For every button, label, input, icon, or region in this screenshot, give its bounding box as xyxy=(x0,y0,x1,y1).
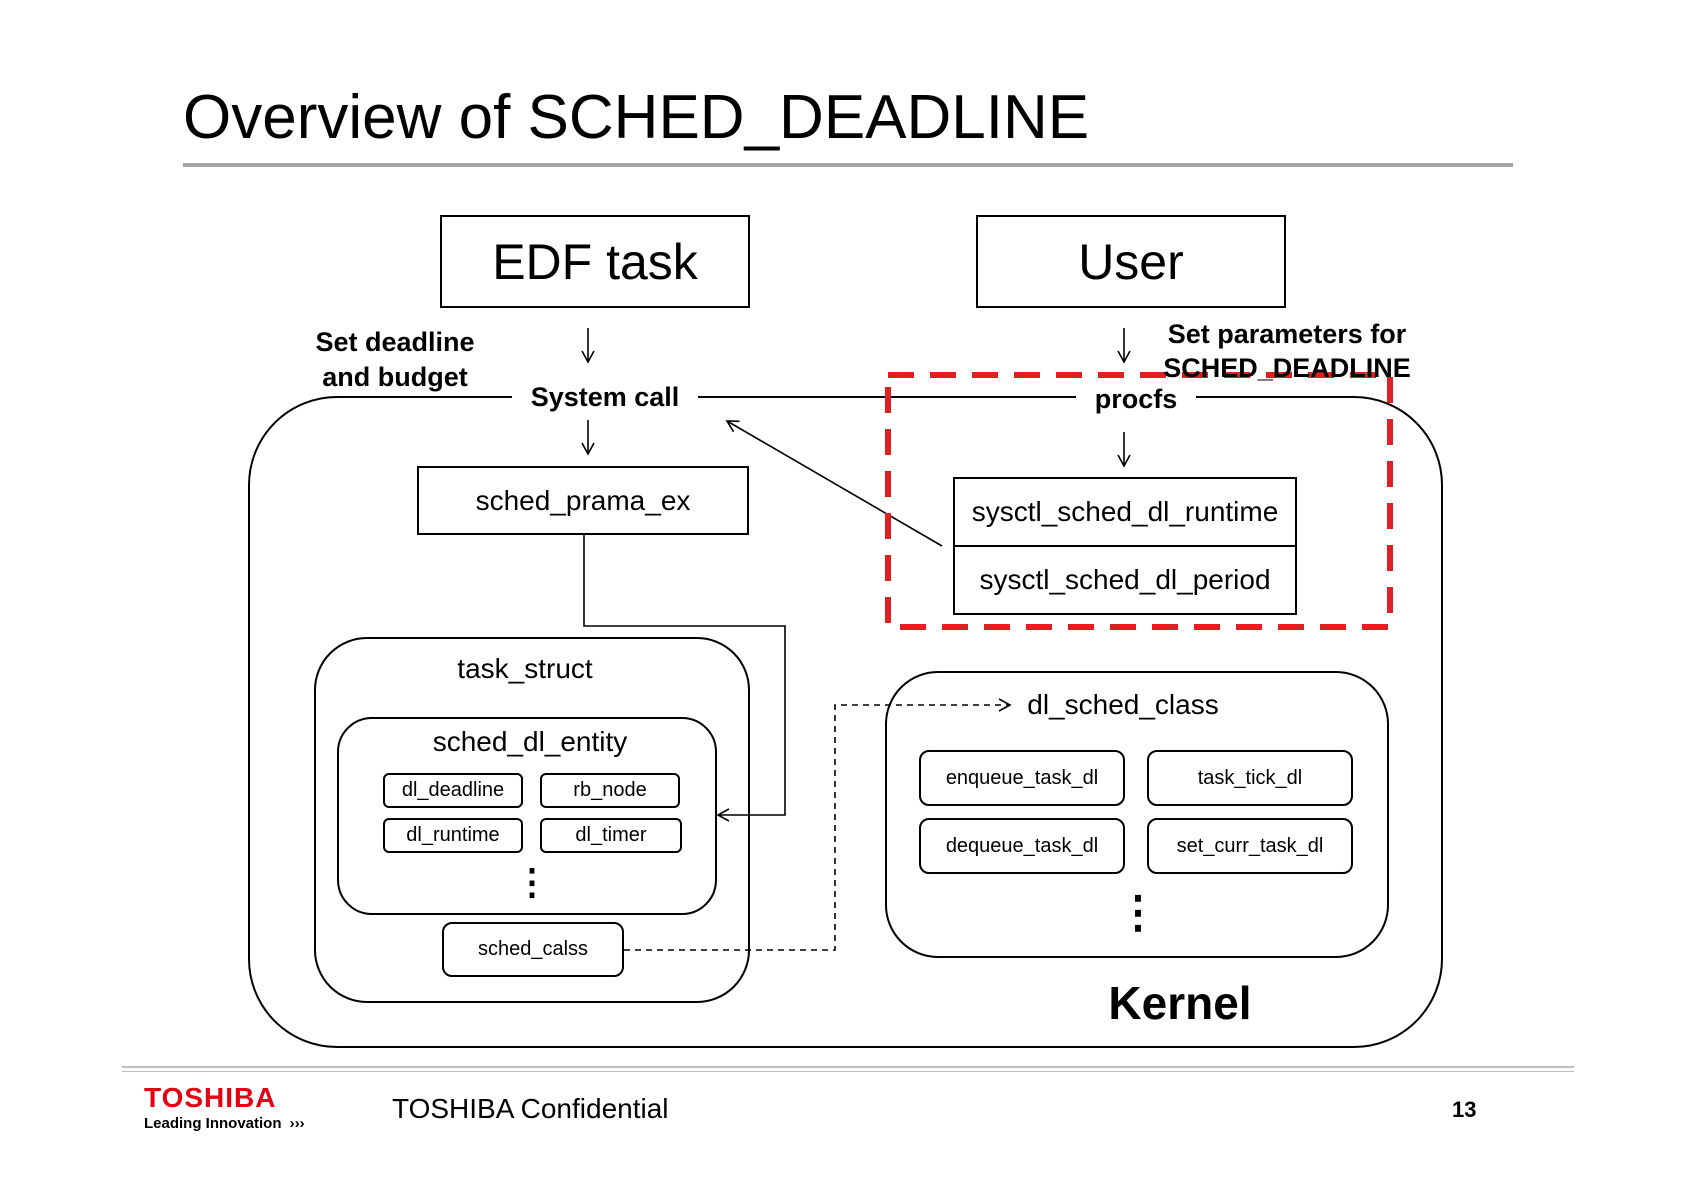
footer-divider xyxy=(122,1066,1574,1068)
dl-sched-class-title: dl_sched_class xyxy=(1018,688,1228,722)
sched-param-box: sched_prama_ex xyxy=(417,466,749,535)
entity-ellipsis: ⋮ xyxy=(514,861,550,902)
task-struct-box xyxy=(314,637,750,1003)
user-label: User xyxy=(1078,233,1184,290)
tagline-arrows-icon: ››› xyxy=(289,1115,305,1132)
sched-dl-entity-title: sched_dl_entity xyxy=(432,726,628,757)
title-divider xyxy=(183,163,1513,167)
edf-task-box: EDF task xyxy=(440,215,750,308)
kernel-label: Kernel xyxy=(1108,977,1252,1029)
sysctl-runtime-label: sysctl_sched_dl_runtime xyxy=(971,496,1279,527)
slide-title: Overview of SCHED_DEADLINE xyxy=(183,83,1090,152)
field-dl-deadline-label: dl_deadline xyxy=(401,779,505,801)
sysctl-runtime-box: sysctl_sched_dl_runtime xyxy=(953,477,1297,547)
set-params-line2: SCHED_DEADLINE xyxy=(1163,353,1411,383)
fn-dequeue-task-dl: dequeue_task_dl xyxy=(919,818,1125,874)
sched-class-field-box: sched_calss xyxy=(442,922,624,977)
system-call-label: System call xyxy=(512,380,698,414)
edf-task-label: EDF task xyxy=(492,233,698,290)
fn-task-tick-dl-label: task_tick_dl xyxy=(1197,766,1303,789)
toshiba-logo: TOSHIBA xyxy=(144,1082,277,1113)
sched-dl-entity-box xyxy=(337,717,717,915)
field-dl-timer: dl_timer xyxy=(540,818,682,853)
fn-set-curr-task-dl: set_curr_task_dl xyxy=(1147,818,1353,874)
dl-sched-class-box xyxy=(885,671,1389,958)
sysctl-period-label: sysctl_sched_dl_period xyxy=(979,564,1271,595)
sched-class-field-label: sched_calss xyxy=(477,938,589,960)
logo-tagline: Leading Innovation ››› xyxy=(144,1115,305,1133)
confidential-notice: TOSHIBA Confidential xyxy=(392,1093,669,1124)
set-deadline-line2: and budget xyxy=(322,362,468,392)
sysctl-to-syscall-arrow xyxy=(725,420,943,547)
field-dl-timer-label: dl_timer xyxy=(575,824,647,846)
fn-enqueue-task-dl-label: enqueue_task_dl xyxy=(945,766,1099,789)
sched-class-to-dl-class-connector xyxy=(624,698,1012,951)
fn-task-tick-dl: task_tick_dl xyxy=(1147,750,1353,806)
set-deadline-line1: Set deadline xyxy=(315,327,475,357)
field-dl-runtime: dl_runtime xyxy=(383,818,523,853)
field-rb-node: rb_node xyxy=(540,773,680,808)
fn-enqueue-task-dl: enqueue_task_dl xyxy=(919,750,1125,806)
task-struct-title: task_struct xyxy=(457,653,593,684)
sched-param-label: sched_prama_ex xyxy=(475,484,691,516)
set-params-line1: Set parameters for xyxy=(1167,319,1407,349)
field-dl-runtime-label: dl_runtime xyxy=(406,824,500,846)
footer-divider-secondary xyxy=(122,1071,1574,1072)
fn-set-curr-task-dl-label: set_curr_task_dl xyxy=(1176,834,1324,857)
field-dl-deadline: dl_deadline xyxy=(383,773,523,808)
page-number: 13 xyxy=(1452,1097,1477,1122)
sysctl-period-box: sysctl_sched_dl_period xyxy=(953,545,1297,615)
logo-tagline-text: Leading Innovation xyxy=(144,1115,282,1132)
procfs-label: procfs xyxy=(1076,382,1196,416)
dl-class-ellipsis: ⋮ xyxy=(1116,888,1160,937)
param-to-entity-connector xyxy=(583,535,786,822)
field-rb-node-label: rb_node xyxy=(573,779,647,801)
user-box: User xyxy=(976,215,1286,308)
fn-dequeue-task-dl-label: dequeue_task_dl xyxy=(945,834,1099,857)
